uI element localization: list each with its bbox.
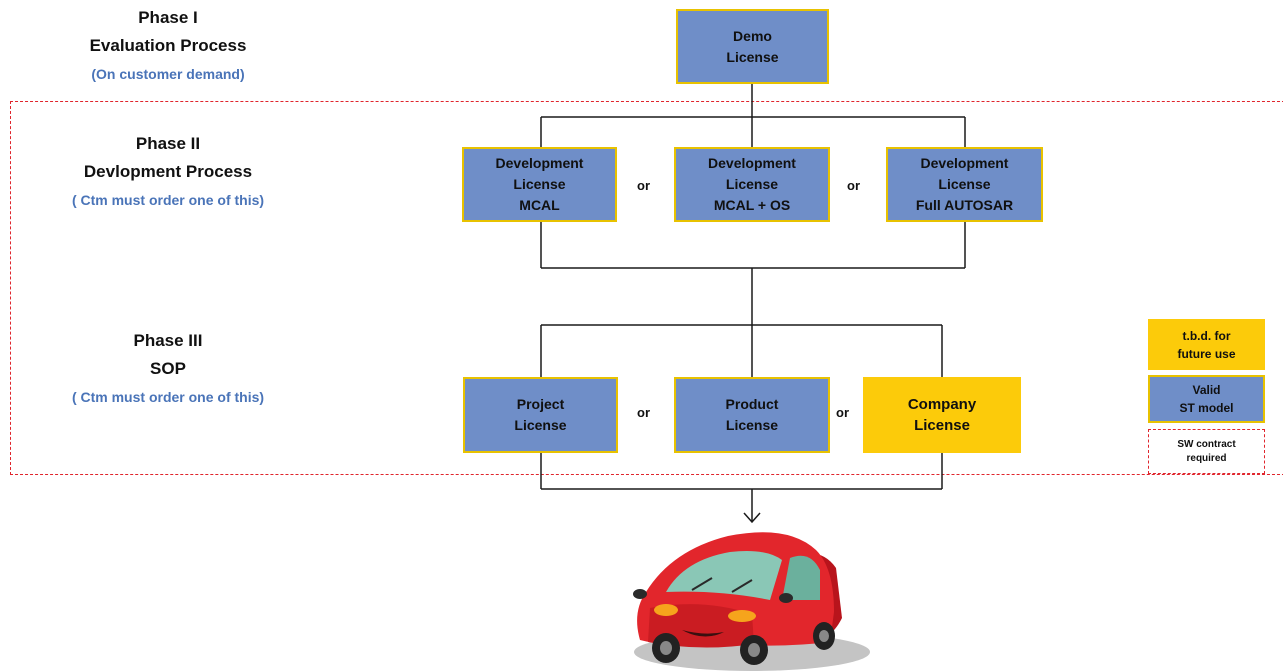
dev-mcal-line-1: Development bbox=[495, 155, 584, 171]
company-license-line-1: Company bbox=[907, 396, 977, 413]
dev-license-mcal-os-box: Development License MCAL + OS bbox=[674, 147, 830, 222]
project-license-box: Project License bbox=[463, 377, 618, 453]
or-label: or bbox=[637, 405, 650, 420]
dev-full-line-3: Full AUTOSAR bbox=[915, 197, 1014, 213]
phase-3-title: Phase III bbox=[133, 331, 203, 350]
company-license-box: Company License bbox=[863, 377, 1021, 453]
phase-1-label: Phase I Evaluation Process (On customer … bbox=[40, 4, 296, 88]
dev-full-line-1: Development bbox=[920, 155, 1009, 171]
phase-1-subtitle: Evaluation Process bbox=[89, 36, 247, 55]
phase-1-note: (On customer demand) bbox=[91, 66, 245, 82]
dev-license-mcal-box: Development License MCAL bbox=[462, 147, 617, 222]
arrowhead bbox=[743, 512, 761, 524]
phase-3-subtitle: SOP bbox=[150, 359, 186, 378]
legend-tbd-swatch: t.b.d. for future use bbox=[1148, 319, 1265, 370]
dev-mcal-os-line-2: License bbox=[725, 176, 779, 192]
red-car-icon bbox=[633, 532, 870, 671]
dev-mcal-line-3: MCAL bbox=[519, 197, 560, 213]
phase-2-note: ( Ctm must order one of this) bbox=[71, 192, 265, 208]
phase-3-note: ( Ctm must order one of this) bbox=[71, 389, 265, 405]
phase-2-subtitle: Devlopment Process bbox=[83, 162, 253, 181]
legend-sw-contract-line-2: required bbox=[1186, 452, 1227, 464]
product-license-line-1: Product bbox=[725, 396, 779, 412]
dev-full-line-2: License bbox=[938, 176, 991, 192]
sw-contract-region bbox=[10, 101, 1283, 475]
phase-3-label: Phase III SOP ( Ctm must order one of th… bbox=[30, 327, 306, 411]
or-label: or bbox=[847, 178, 860, 193]
phase-1-title: Phase I bbox=[138, 8, 198, 27]
demo-license-line-1: Demo bbox=[733, 27, 772, 44]
or-label: or bbox=[836, 405, 849, 420]
demo-license-box: Demo License bbox=[676, 9, 829, 84]
dev-mcal-os-line-3: MCAL + OS bbox=[713, 197, 791, 213]
legend-valid-line-2: ST model bbox=[1179, 401, 1234, 415]
legend-tbd-line-2: future use bbox=[1177, 346, 1236, 361]
legend-valid-line-1: Valid bbox=[1192, 383, 1221, 397]
legend-sw-contract-line-1: SW contract bbox=[1177, 438, 1236, 450]
dev-mcal-os-line-1: Development bbox=[708, 155, 796, 171]
demo-license-line-2: License bbox=[726, 48, 779, 65]
legend-valid-swatch: Valid ST model bbox=[1148, 375, 1265, 423]
product-license-box: Product License bbox=[674, 377, 830, 453]
dev-license-full-autosar-box: Development License Full AUTOSAR bbox=[886, 147, 1043, 222]
dev-mcal-line-2: License bbox=[513, 176, 566, 192]
legend-tbd-line-1: t.b.d. for bbox=[1182, 328, 1231, 343]
phase-2-label: Phase II Devlopment Process ( Ctm must o… bbox=[30, 130, 306, 214]
product-license-line-2: License bbox=[725, 417, 779, 433]
phase-2-title: Phase II bbox=[135, 134, 201, 153]
project-license-line-1: Project bbox=[516, 396, 565, 412]
legend-sw-contract-swatch: SW contract required bbox=[1148, 429, 1265, 474]
or-label: or bbox=[637, 178, 650, 193]
project-license-line-2: License bbox=[514, 417, 567, 433]
company-license-line-2: License bbox=[914, 417, 970, 434]
